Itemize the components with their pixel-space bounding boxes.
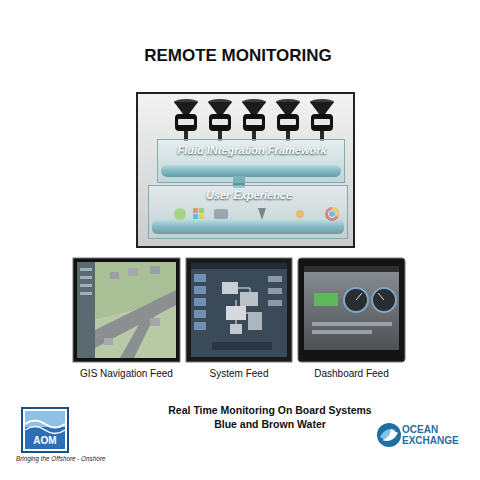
logo-name: OCEAN EXCHANGE — [402, 424, 466, 446]
feed-panel: Dashboard Feed — [298, 258, 405, 362]
feed-funnels — [174, 99, 334, 141]
page-caption: Real Time Monitoring On Board Systems Bl… — [157, 403, 383, 431]
band-heading: Fluid INtegration Framework — [158, 144, 346, 156]
dashboard-screenshot — [298, 258, 405, 362]
panel-caption: Dashboard Feed — [286, 368, 417, 379]
aom-logo — [22, 408, 68, 452]
panel-caption: System Feed — [174, 368, 304, 379]
gis-screenshot — [73, 258, 180, 362]
logo-box: AOMBringing the Offshore - Onshore — [22, 408, 68, 452]
ocean-exchange-logo — [377, 423, 401, 447]
feed-panel: System Feed — [186, 258, 292, 362]
logo-tagline: Bringing the Offshore - Onshore — [16, 455, 116, 462]
logo-text: AOM — [22, 435, 68, 446]
band-heading: User Experience — [149, 189, 349, 201]
experience-band: User Experience — [148, 185, 348, 239]
system-screenshot — [186, 258, 292, 362]
feed-panel: GIS Navigation Feed — [73, 258, 180, 362]
panel-caption: GIS Navigation Feed — [61, 368, 192, 379]
framework-band: Fluid INtegration Framework — [157, 139, 345, 183]
page-title: REMOTE MONITORING — [0, 46, 476, 66]
picture-frame — [137, 93, 354, 247]
